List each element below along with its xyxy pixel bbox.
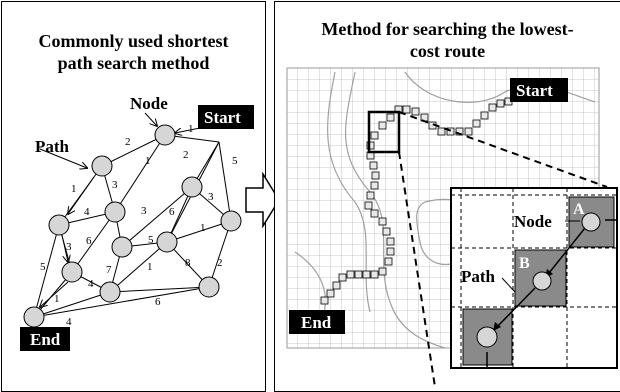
edge-weight: 5 (40, 261, 46, 273)
edge-weight: 2 (125, 136, 131, 148)
lowest-cost-route-panel: Method for searching the lowest- cost ro… (274, 1, 620, 392)
edge-weight: 7 (106, 264, 112, 276)
graph-node (111, 236, 133, 258)
map-end-label: End (301, 313, 332, 332)
zoom-inset: A B Node Path (450, 187, 618, 369)
edge-weight: 2 (183, 149, 189, 161)
graph-node (198, 276, 220, 298)
cell-b-label: B (519, 255, 530, 272)
node-label: Node (130, 94, 168, 113)
edge-weight: 6 (155, 296, 161, 308)
inset-node-b (532, 271, 552, 291)
graph-diagram: 1 2 1 2 5 1 3 3 4 3 6 5 3 6 1 7 1 8 2 5 … (20, 94, 254, 351)
edge-weight: 1 (54, 293, 60, 305)
end-tag (20, 327, 70, 351)
path-arrow (40, 281, 69, 307)
path-arrow (68, 176, 95, 214)
edge-weight: 6 (86, 235, 92, 247)
edge-weight: 8 (185, 257, 191, 269)
inset-path-arrow (492, 287, 536, 332)
edge-weight: 3 (112, 179, 118, 191)
edge (166, 220, 232, 243)
edge-weight: 4 (84, 206, 90, 218)
graph-node (220, 210, 242, 232)
right-title-line1: Method for searching the lowest- (321, 19, 574, 39)
path-arrow (61, 234, 68, 262)
map-end-tag (289, 310, 345, 334)
inset-path-arrow (544, 227, 586, 279)
edge-weight: 2 (217, 257, 223, 269)
map-start-label: Start (516, 81, 553, 100)
edge (33, 291, 111, 318)
edge-weight: 3 (208, 191, 214, 203)
path-pointer-arrow (39, 148, 87, 168)
edge-weight: 1 (147, 261, 153, 273)
cell-a-label: A (573, 201, 585, 218)
graph-node (104, 201, 126, 223)
end-label: End (30, 330, 61, 349)
node-pointer-arrow (144, 112, 157, 126)
edge-weight: 1 (71, 183, 77, 195)
route-cells (320, 97, 513, 305)
right-panel-title: Method for searching the lowest- cost ro… (275, 18, 620, 62)
edge (109, 241, 168, 293)
edge (114, 134, 166, 213)
edge-weight: 6 (169, 206, 175, 218)
graph-node (91, 155, 113, 177)
zoom-line (398, 151, 436, 388)
transition-arrow (245, 171, 280, 229)
inset-node-end (476, 326, 498, 348)
edge (33, 224, 60, 318)
inset-path-label: Path (461, 267, 496, 286)
graph-node (156, 231, 178, 253)
graph-node (48, 214, 70, 236)
graph-node (61, 261, 83, 283)
zoom-focus-box (367, 110, 401, 154)
edge (208, 220, 232, 288)
edge (109, 286, 210, 293)
edge (218, 141, 232, 222)
right-title-line2: cost route (409, 41, 486, 61)
start-label: Start (204, 108, 241, 127)
edge (101, 134, 166, 167)
left-title-line2: path search method (57, 53, 210, 73)
path-label: Path (35, 137, 70, 156)
edge-weight: 4 (66, 316, 72, 328)
inset-node-a (581, 212, 601, 232)
left-title-line1: Commonly used shortest (38, 31, 229, 51)
graph-node (23, 306, 45, 328)
inset-node-label: Node (514, 212, 552, 231)
grid-map-diagram: Start End (286, 67, 618, 388)
start-tag (198, 105, 254, 129)
edge-weight: 5 (148, 234, 154, 246)
zoom-line (398, 111, 608, 188)
edge-weight: 1 (188, 123, 194, 135)
edge-weight: 3 (66, 241, 72, 253)
left-panel-title: Commonly used shortest path search metho… (2, 30, 265, 74)
map-start-tag (510, 78, 568, 102)
edge (71, 211, 116, 273)
edge-weight: 5 (232, 155, 238, 167)
edge-weight: 1 (145, 155, 151, 167)
graph-node (99, 281, 121, 303)
graph-node (181, 176, 203, 198)
graph-nodes (23, 124, 242, 328)
shortest-path-panel: Commonly used shortest path search metho… (1, 1, 266, 392)
graph-node (154, 124, 176, 146)
edge (33, 286, 210, 318)
edge-weight: 4 (88, 278, 94, 290)
edge-weight: 3 (141, 205, 147, 217)
edge-weight: 1 (200, 222, 206, 234)
edge (121, 186, 193, 248)
